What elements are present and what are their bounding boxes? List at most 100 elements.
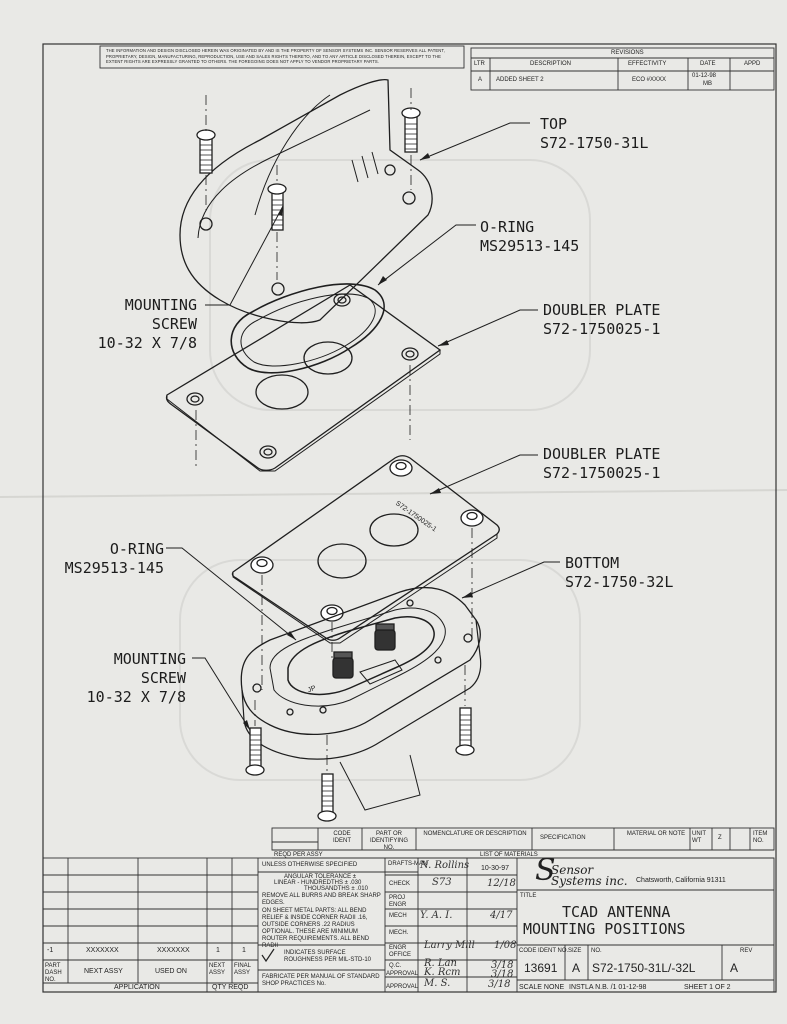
callout-doubler-bottom: DOUBLER PLATE S72-1750025-1 (543, 445, 661, 482)
signoff-label-mech: MECH (389, 913, 407, 919)
callout-bottom-housing: BOTTOM S72-1750-32L (565, 554, 674, 591)
signoff-label-qc: Q.C. (389, 963, 402, 969)
signoff-label-drafts: DRAFTS-MAN (388, 861, 428, 867)
rev-row-date: 01-12-98 (692, 73, 717, 79)
rev-value: A (730, 961, 739, 975)
top-doubler-plate (165, 284, 442, 471)
app-next-assy: XXXXXXX (86, 947, 119, 954)
title-block-grid (42, 827, 775, 993)
app-final-qty: 1 (242, 947, 246, 954)
connector-front (332, 657, 354, 679)
rev-row-initials: MB (703, 81, 712, 87)
bottom-screws (245, 707, 475, 822)
signoff-label-check: CHECK (389, 881, 411, 887)
company-name-2: Systems inc. (551, 874, 628, 888)
mat-col-unit-wt: UNIT WT (692, 831, 706, 844)
signoff-label-proj: PROJ ENGR (389, 895, 407, 908)
drawing-title-line1: TCAD ANTENNA (562, 903, 671, 921)
bottom-oring (287, 616, 435, 696)
title-label: TITLE (520, 893, 537, 899)
rev-label: REV (740, 948, 753, 954)
tol-sheet-metal: ON SHEET METAL PARTS: ALL BEND RELIEF & … (262, 908, 370, 949)
drawing-title-line2: MOUNTING POSITIONS (523, 920, 686, 938)
qty-reqd-label: QTY REQD (212, 984, 249, 991)
top-screws (196, 107, 421, 231)
signoff-date-approval1: 3/18 (491, 969, 514, 980)
signoff-sign-check: S73 (432, 877, 452, 888)
rev-col-appd: APPD (744, 61, 761, 67)
signoff-date-check: 12/18 (487, 878, 516, 889)
sheet-number: SHEET 1 OF 2 (684, 984, 731, 991)
bottom-doubler-plate (231, 455, 500, 641)
mat-col-material: MATERIAL OR NOTE (626, 831, 686, 837)
app-used-on: XXXXXXX (157, 947, 190, 954)
tol-angular: ANGULAR TOLERANCE ± (284, 874, 357, 880)
tol-thousandths: THOUSANDTHS ± .010 (304, 886, 368, 892)
app-next-qty: 1 (216, 947, 220, 954)
code-ident-value: 13691 (524, 961, 558, 975)
callout-oring-top: O-RING MS29513-145 (480, 218, 580, 255)
signoff-label-engr: ENGR OFFICE (389, 945, 411, 958)
mat-col-z: Z (718, 835, 722, 841)
application-label: APPLICATION (114, 984, 160, 991)
connector-rear (374, 629, 396, 651)
callout-screw-bottom: MOUNTING SCREW 10-32 X 7/8 (86, 650, 186, 706)
app-col-next: NEXT ASSY (209, 963, 226, 976)
signoff-sign-engr: Larry Mill (424, 940, 475, 951)
revisions-table-grid (99, 45, 775, 91)
size-value: A (572, 961, 581, 975)
legal-notice: THE INFORMATION AND DESIGN DISCLOSED HER… (106, 48, 445, 64)
signoff-date-approval2: 3/18 (488, 979, 511, 990)
signoff-date-engr: 1/08 (494, 940, 517, 951)
signoff-date-mech: 4/17 (490, 910, 513, 921)
signoff-sign-drafts: N. Rollins (420, 860, 470, 871)
scale: SCALE NONE (519, 984, 565, 991)
app-dash: -1 (47, 947, 54, 954)
signoff-sign-approval1: K. Rcm (424, 967, 461, 978)
size-label: SIZE (568, 948, 582, 954)
mat-col-item-no: ITEM NO. (753, 831, 768, 844)
company-location: Chatsworth, California 91311 (636, 877, 726, 884)
rev-col-description: DESCRIPTION (530, 61, 572, 67)
rev-col-effectivity: EFFECTIVITY (628, 61, 667, 67)
app-col-dash: PART DASH NO. (45, 963, 62, 983)
instla: INSTLA N.B. /1 01-12-98 (569, 984, 647, 991)
bottom-housing (240, 586, 481, 735)
mat-col-code-ident: CODE IDENT (333, 831, 351, 844)
tol-burrs: REMOVE ALL BURRS AND BREAK SHARP EDGES. (262, 893, 381, 906)
app-col-used-on: USED ON (155, 968, 187, 975)
top-cover-outline (179, 79, 433, 324)
signoff-label-approval1: APPROVAL (386, 971, 418, 977)
revisions-title: REVISIONS (611, 50, 644, 56)
tol-fabricate: FABRICATE PER MANUAL OF STANDARD SHOP PR… (262, 974, 380, 987)
signoff-label-mech2: MECH. (389, 930, 409, 936)
drawing-no-label: NO. (591, 948, 602, 954)
callout-screw-top: MOUNTING SCREW 10-32 X 7/8 (97, 296, 197, 352)
mat-col-part-no: PART OR IDENTIFYING NO. (369, 831, 408, 851)
company-name-1: Sensor (551, 863, 594, 877)
tol-linear: LINEAR - HUNDREDTHS ± .030 (274, 880, 362, 886)
signoff-label-approval2: APPROVAL (386, 984, 418, 990)
tol-header: UNLESS OTHERWISE SPECIFIED (262, 862, 358, 868)
app-col-final: FINAL ASSY (234, 963, 251, 976)
plate-standoffs (250, 459, 484, 622)
drawing-number: S72-1750-31L/-32L (592, 961, 696, 975)
tol-surface: INDICATES SURFACE ROUGHNESS PER MIL-STD-… (284, 950, 372, 963)
signoff-date-qc: 3/18 (491, 960, 514, 971)
rev-row-effectivity: ECO #XXXX (632, 77, 667, 83)
signoff-sign-mech: Y. A. I. (420, 910, 453, 921)
signoff-date-drafts: 10-30-97 (481, 865, 510, 872)
rev-col-date: DATE (700, 61, 716, 67)
mat-col-specification: SPECIFICATION (540, 835, 586, 841)
mat-col-nomenclature: NOMENCLATURE OR DESCRIPTION (423, 831, 527, 837)
callout-top-cover: TOP S72-1750-31L (540, 115, 649, 152)
rev-row-description: ADDED SHEET 2 (496, 77, 544, 83)
leader-lines (166, 122, 560, 731)
code-ident-label: CODE IDENT NO. (519, 948, 569, 954)
callout-doubler-top: DOUBLER PLATE S72-1750025-1 (543, 301, 661, 338)
signoff-sign-approval2: M. S. (424, 978, 451, 989)
rev-row-ltr: A (478, 77, 483, 83)
signoff-sign-qc: R. Lan (424, 958, 457, 969)
